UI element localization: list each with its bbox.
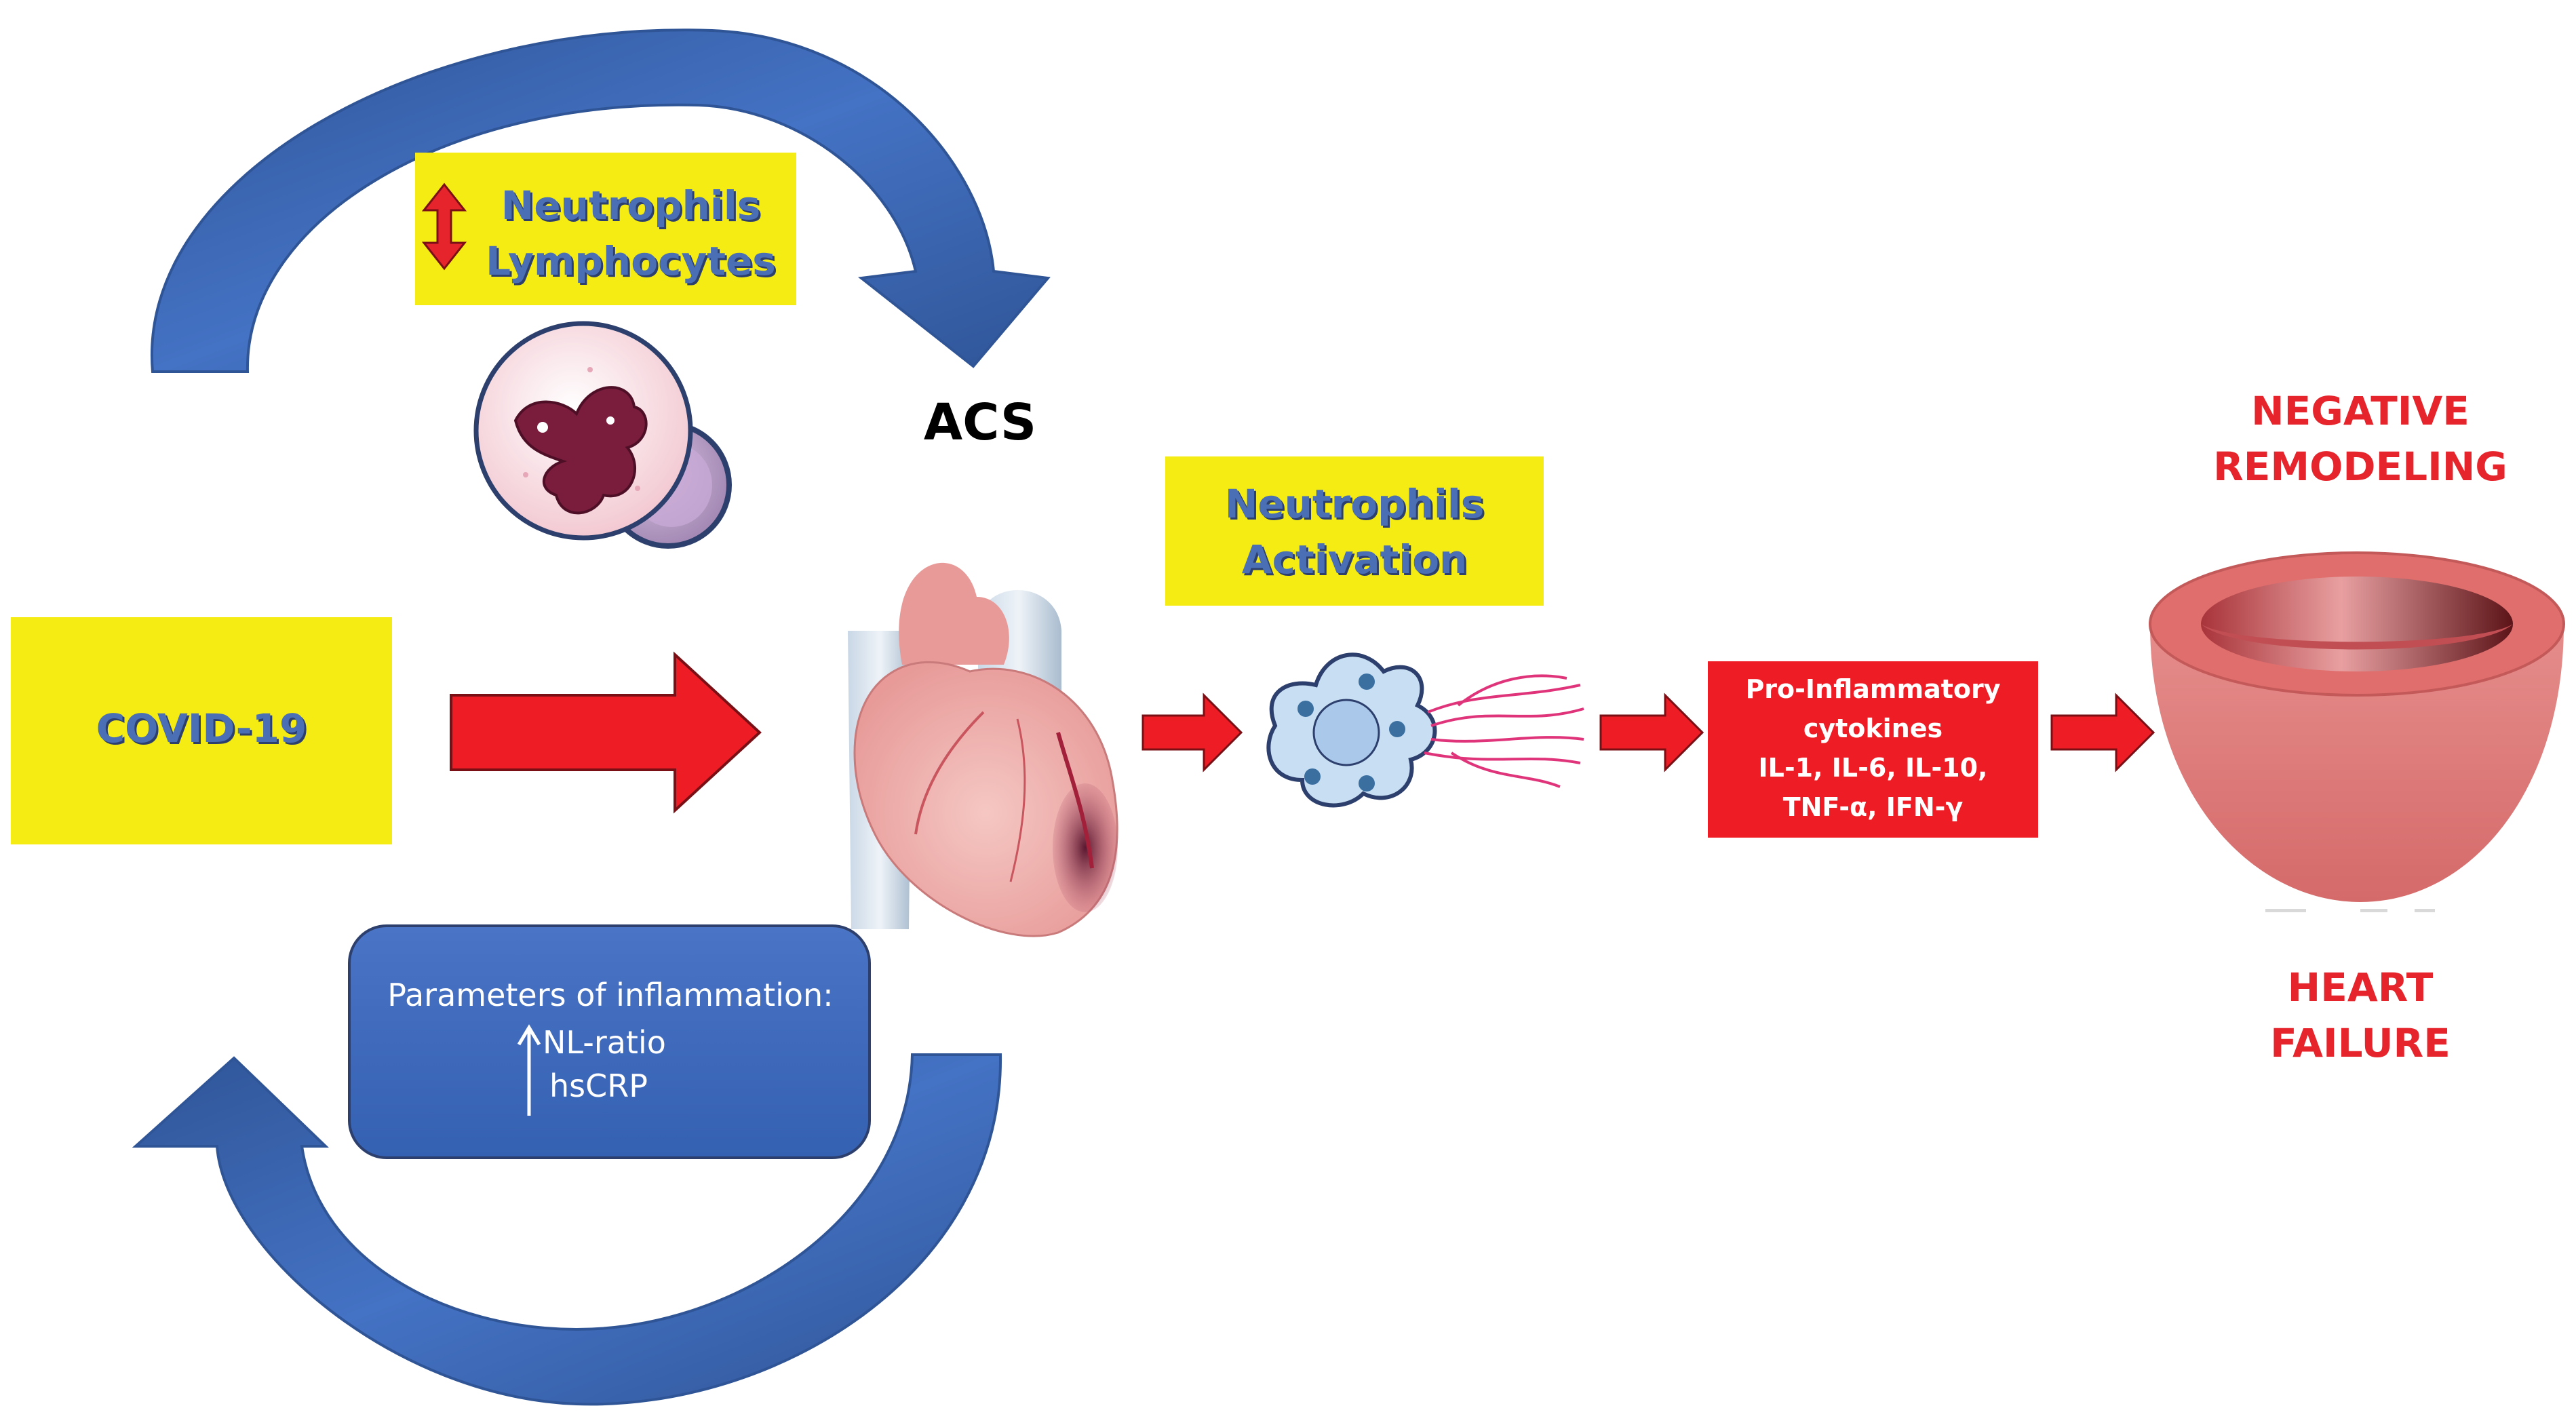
- top-cell-box: [415, 153, 796, 305]
- arrow-cytokines-to-bowl: [2050, 692, 2155, 773]
- top-box-label: Neutrophils Lymphocytes: [468, 178, 794, 289]
- cytokines-label: Pro-Inflammatory cytokines IL-1, IL-6, I…: [1708, 669, 2038, 827]
- arrow-cell-to-cytokines: [1599, 692, 1704, 773]
- activation-box: [1165, 456, 1544, 606]
- activation-label: Neutrophils Activation: [1165, 476, 1544, 587]
- activation-line1: Neutrophils: [1224, 481, 1485, 527]
- heart-icon: [826, 522, 1125, 937]
- covid-label-text: COVID-19: [96, 705, 307, 751]
- cytokines-box: [1708, 661, 2038, 838]
- failure-text: FAILURE: [2270, 1020, 2451, 1066]
- nl-ratio-text: NL-ratio: [543, 1024, 666, 1061]
- cytokines-line1: Pro-Inflammatory: [1745, 674, 2001, 704]
- arrow-covid-to-heart: [450, 651, 762, 814]
- hscrp-text: hsCRP: [549, 1068, 648, 1104]
- heart-text: HEART: [2287, 964, 2434, 1011]
- arrow-heart-to-cell: [1141, 692, 1243, 773]
- activated-neutrophil-icon: [1266, 652, 1584, 808]
- neutrophils-text: Neutrophils: [501, 182, 761, 229]
- cytokines-line3: IL-1, IL-6, IL-10,: [1758, 753, 1988, 783]
- cycle-arrow-top: [150, 28, 1051, 373]
- negative-text: NEGATIVE: [2251, 388, 2470, 434]
- cycle-arrow-bottom: [132, 1053, 1002, 1406]
- inflammation-title-text: Parameters of inflammation:: [387, 977, 834, 1013]
- activation-line2: Activation: [1241, 536, 1468, 583]
- outcome-remodeling-label: NEGATIVE REMODELING: [2157, 383, 2564, 494]
- covid-label: COVID-19: [11, 705, 392, 751]
- neutrophil-cell-icon: [473, 321, 732, 549]
- ventricle-bowl-icon: [2149, 551, 2565, 912]
- acs-label: ACS: [902, 393, 1058, 452]
- outcome-heart-failure-label: HEART FAILURE: [2157, 960, 2564, 1071]
- double-arrow-icon: [421, 182, 467, 271]
- remodeling-text: REMODELING: [2213, 444, 2507, 490]
- cytokines-line2: cytokines: [1803, 714, 1943, 743]
- up-arrow-icon: [517, 1024, 541, 1116]
- inflammation-items: NL-ratio hsCRP: [543, 1021, 705, 1108]
- lymphocytes-text: Lymphocytes: [486, 238, 776, 284]
- covid-box: [11, 617, 392, 844]
- inflammation-box: [348, 924, 871, 1159]
- cytokines-line4: TNF-α, IFN-γ: [1782, 792, 1964, 822]
- inflammation-title: Parameters of inflammation:: [359, 977, 861, 1013]
- acs-text: ACS: [923, 393, 1037, 452]
